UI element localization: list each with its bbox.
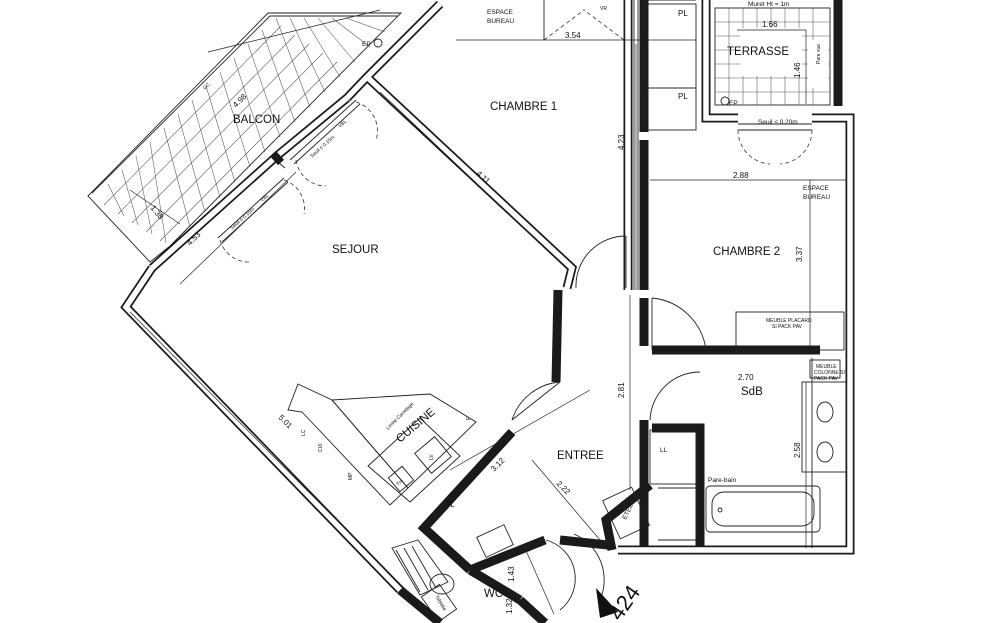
label-cui: CUI [318,443,324,452]
dim-288: 2.88 [733,171,749,180]
windows [217,0,813,263]
label-chambre1: CHAMBRE 1 [490,101,557,113]
label-terrasse: TERRASSE [727,46,789,58]
label-lv: LV [429,454,435,460]
label-f: F [466,417,472,420]
placard-pl1: PL [678,9,688,18]
label-seuil-terrasse: Seuil ≤ 0.20m [758,119,798,126]
walls [120,0,855,623]
dim-281: 2.81 [617,382,626,398]
annotations: ESPACE BUREAU ESPACE BUREAU PL PL PL VR … [202,1,845,612]
espace-bureau-2b: BUREAU [803,194,830,201]
label-meuble-colonne-c: PACK PAV [814,376,839,382]
label-meuble-placard-b: SI PACK PAV [772,324,803,330]
dimension-lines [129,9,846,615]
placard-pl2: PL [678,92,688,101]
bathroom-fittings [717,401,834,513]
label-ep2: EP [729,100,738,107]
stair-arrow-icon [596,588,618,618]
label-ll: LL [660,447,668,454]
label-balcon: BALCON [233,114,280,126]
espace-bureau-1b: BUREAU [487,18,514,25]
label-meuble-colonne-a: MEUBLE [816,364,837,370]
label-entree: ENTREE [557,450,604,462]
label-muret: Muret Ht = 1m [748,1,789,8]
label-meuble-colonne-b: COLONNE SI [814,370,845,376]
label-pare-bain: Pare-bain [708,477,737,484]
dim-337: 3.37 [795,246,804,262]
dim-143: 1.43 [507,566,516,582]
wc-fittings [420,524,514,623]
dim-146: 1.46 [793,62,802,78]
dim-354: 3.54 [565,31,581,40]
label-vbl1: VBL [259,193,270,204]
balcony [87,12,403,263]
label-mp: MP [348,472,354,480]
label-seuil-bal1: Seuil ≤ 0.15m [229,207,256,232]
dim-501: 5.01 [277,413,295,431]
label-wc: WC [484,588,503,600]
dim-270: 2.70 [738,373,754,382]
placard-pl3: PL [445,500,455,509]
label-vr1: VR [600,6,607,12]
dim-132: 1.32 [505,598,514,614]
espace-bureau-1a: ESPACE [487,9,514,16]
dim-423: 4.23 [617,134,626,150]
label-meuble-placard-a: MEUBLE PLACARD [766,318,812,324]
espace-bureau-2a: ESPACE [803,185,830,192]
dim-138: 1.38 [148,204,165,222]
label-ep1: EP [362,41,371,48]
dim-222: 2.22 [555,479,573,497]
label-tm: Tm [395,478,404,487]
label-gc: GC [202,82,212,92]
label-sejour: SEJOUR [332,244,379,256]
kitchen-fittings [287,383,477,596]
terrasse-area [714,7,831,106]
label-vbl2: VBL [337,119,348,130]
label-chambre2: CHAMBRE 2 [713,246,780,258]
label-lc: LC [301,429,307,436]
label-pare-vue: Pare vue [816,44,822,64]
partitions [602,0,847,548]
dim-166: 1.66 [762,20,778,29]
label-sdb: SdB [741,386,763,398]
stair-number: 424 [604,580,646,623]
doors [511,235,707,611]
label-tablette: Tablette [433,594,447,612]
dim-258: 2.58 [793,442,802,458]
